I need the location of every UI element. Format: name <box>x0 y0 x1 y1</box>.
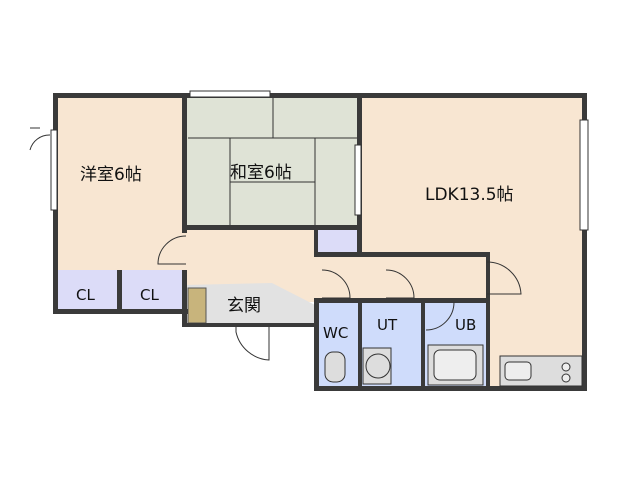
stove-burner-icon <box>561 373 571 383</box>
japanese-room-closet <box>317 228 357 256</box>
utility-label: UT <box>377 316 398 334</box>
bath-label: UB <box>455 316 476 334</box>
closet-2-label: CL <box>140 286 159 304</box>
entrance-floor <box>185 283 315 325</box>
windows <box>50 90 589 231</box>
shoe-box <box>187 287 207 324</box>
ldk-label: LDK13.5帖 <box>425 185 514 205</box>
tatami-lines <box>188 98 357 226</box>
washbasin-bowl-icon <box>365 353 391 379</box>
japanese-room-label: 和室6帖 <box>230 163 292 183</box>
closet-1 <box>53 270 117 312</box>
closet-1-label: CL <box>76 286 95 304</box>
entrance-label: 玄関 <box>227 296 261 316</box>
wc-label: WC <box>323 324 348 342</box>
stove-burner-icon <box>561 362 571 372</box>
western-room-label: 洋室6帖 <box>80 165 142 185</box>
door-swings <box>29 127 522 361</box>
toilet-icon <box>324 351 346 383</box>
sink-icon <box>504 361 532 381</box>
closet-2 <box>122 270 184 312</box>
walls <box>53 93 587 391</box>
western-room-floor <box>53 95 185 270</box>
